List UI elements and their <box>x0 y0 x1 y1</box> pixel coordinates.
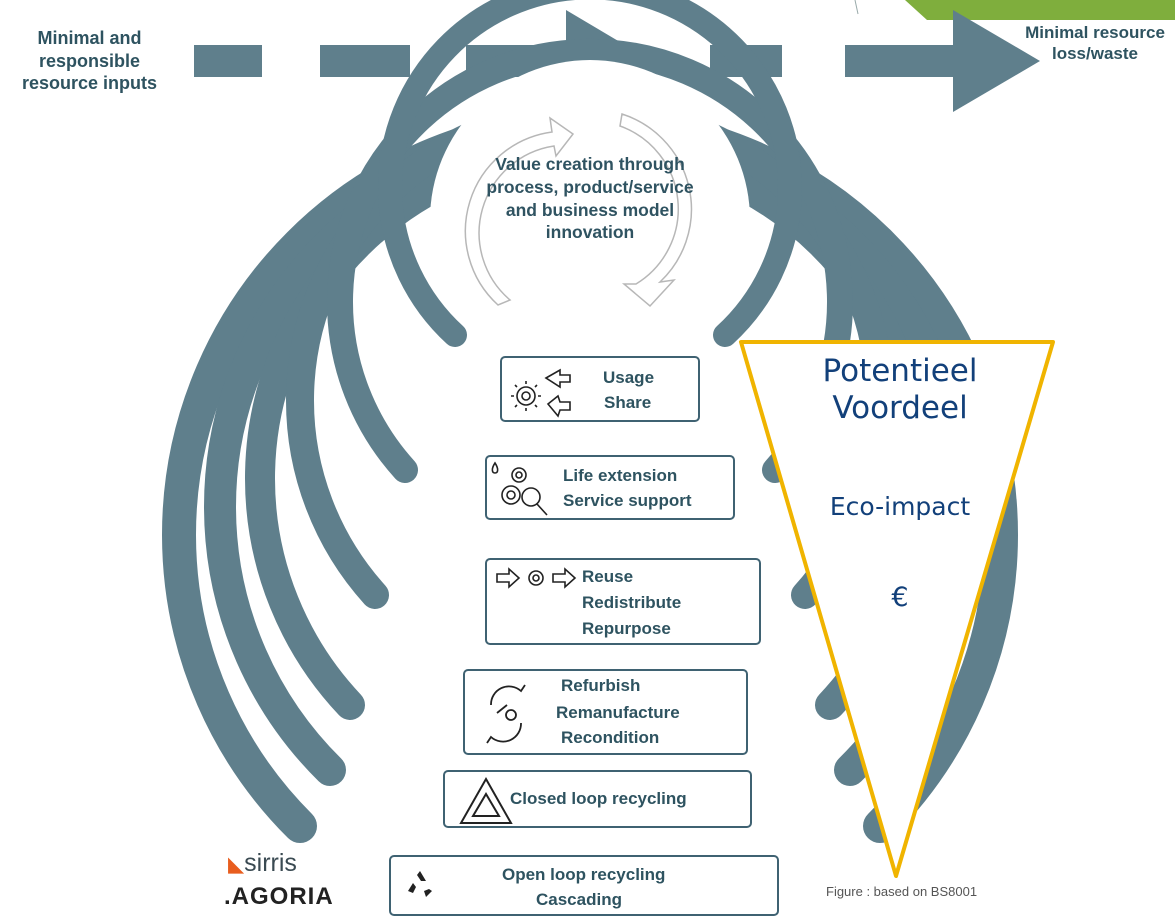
value-creation-text: Value creation through process, product/… <box>486 154 694 243</box>
potential-title: Potentieel Voordeel <box>822 353 978 427</box>
box-usage-line-1: Usage <box>603 368 655 387</box>
box-reuse-line-1: Reuse <box>582 567 634 586</box>
output-label: Minimal resource loss/waste <box>1025 23 1165 64</box>
box-usage-line-2: Share <box>604 393 652 412</box>
box-life-extension-line-1: Life extension <box>563 466 678 485</box>
sirris-mark-icon: ◣ <box>228 853 245 876</box>
agoria-logo: .AGORIA <box>224 883 334 910</box>
recycle-icon <box>408 871 432 897</box>
box-refurbish: Refurbish Remanufacture Recondition <box>463 669 748 755</box>
box-refurbish-line-3: Recondition <box>561 728 660 747</box>
box-reuse-line-2: Redistribute <box>582 593 682 612</box>
recycle-triangle-icon <box>459 776 513 824</box>
box-reuse: Reuse Redistribute Repurpose <box>485 558 761 645</box>
figure-caption: Figure : based on BS8001 <box>826 884 978 899</box>
sirris-logo: ◣sirris <box>228 849 297 878</box>
corner-accent-line <box>854 0 859 15</box>
box-usage: Usage Share <box>500 356 700 422</box>
box-refurbish-line-1: Refurbish <box>561 676 641 695</box>
cycle-arrows-icon <box>464 113 693 308</box>
box-closed-loop-line-1: Closed loop recycling <box>510 789 687 808</box>
sirris-logo-text: sirris <box>244 849 297 877</box>
box-closed-loop: Closed loop recycling <box>443 770 752 828</box>
gear-arrows-icon <box>511 368 571 418</box>
box-open-loop: Open loop recycling Cascading <box>389 855 779 916</box>
loop-life-extension <box>327 38 853 483</box>
arrow-gear-arrow-icon <box>496 567 577 589</box>
gear-magnifier-icon <box>491 461 548 516</box>
input-label: Minimal and responsible resource inputs <box>21 28 158 93</box>
euro-symbol: € <box>891 582 909 613</box>
box-life-extension-line-2: Service support <box>563 491 692 510</box>
corner-accent <box>905 0 1175 20</box>
box-open-loop-line-1: Open loop recycling <box>502 865 666 884</box>
loop-usage <box>378 0 802 347</box>
box-open-loop-line-2: Cascading <box>536 890 622 909</box>
eco-impact-label: Eco-impact <box>829 492 971 521</box>
potential-triangle <box>739 340 1055 878</box>
box-refurbish-line-2: Remanufacture <box>556 703 680 722</box>
box-reuse-line-3: Repurpose <box>582 619 671 638</box>
box-life-extension: Life extension Service support <box>485 455 735 520</box>
wrench-cycle-icon <box>486 684 526 744</box>
